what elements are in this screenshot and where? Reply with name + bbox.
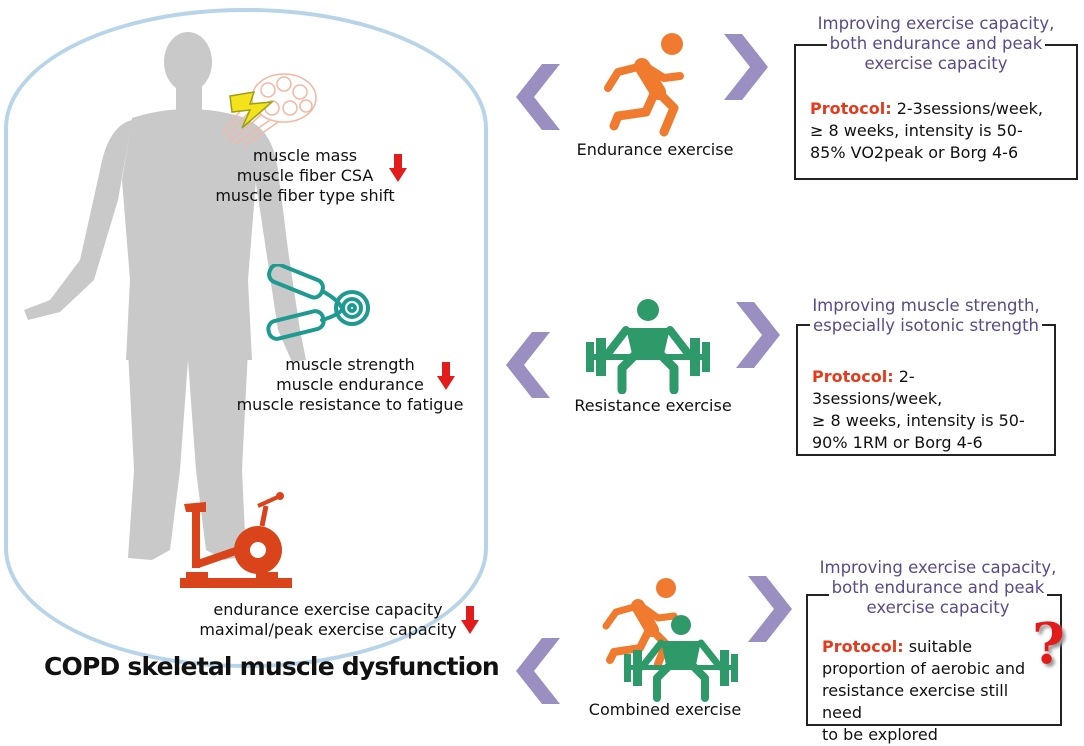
heading-line: Improving exercise capacity, — [816, 558, 1060, 577]
muscle-text-group-3: endurance exercise capacity maximal/peak… — [196, 600, 460, 640]
protocol-box-endurance: Protocol: 2-3sessions/week, ≥ 8 weeks, i… — [794, 44, 1078, 180]
protocol-line: suitable — [908, 637, 973, 656]
weightlifter-icon — [586, 299, 710, 394]
protocol-line: 2-3sessions/week, — [812, 367, 943, 408]
protocol-line: 2-3sessions/week, — [896, 99, 1043, 118]
heading-line: especially isotonic strength — [809, 316, 1042, 335]
muscle-text-line: muscle mass — [252, 146, 358, 165]
body-capsule — [4, 8, 488, 668]
exercise-label-combined: Combined exercise — [588, 700, 742, 719]
down-arrow-icon — [437, 362, 455, 390]
protocol-label: Protocol: — [812, 367, 894, 386]
protocol-line: to be explored — [822, 725, 938, 744]
protocol-line: 90% 1RM or Borg 4-6 — [812, 433, 983, 452]
heading-line: Improving exercise capacity, — [814, 14, 1058, 33]
protocol-line: resistance exercise still need — [822, 681, 1009, 722]
chevron-right-icon — [736, 302, 780, 368]
weightlifter-icon — [624, 615, 738, 702]
chevron-right-icon — [748, 576, 792, 642]
runner-icon — [604, 33, 684, 137]
muscle-text-line: maximal/peak exercise capacity — [199, 620, 457, 639]
muscle-text-line: endurance exercise capacity — [213, 600, 443, 619]
protocol-text: Protocol: 2-3sessions/week, ≥ 8 weeks, i… — [810, 98, 1066, 164]
question-mark-icon: ? — [1032, 611, 1065, 677]
lightning-icon — [229, 91, 274, 129]
exercise-label-endurance: Endurance exercise — [576, 140, 734, 159]
protocol-line: proportion of aerobic and — [822, 659, 1026, 678]
protocol-label: Protocol: — [822, 637, 904, 656]
down-arrow-icon — [461, 606, 479, 634]
muscle-text-group-1: muscle mass muscle fiber CSA muscle fibe… — [190, 146, 420, 206]
protocol-line: 85% VO2peak or Borg 4-6 — [810, 143, 1019, 162]
protocol-box-resistance: Protocol: 2-3sessions/week, ≥ 8 weeks, i… — [796, 324, 1056, 456]
heading-resistance: Improving muscle strength, especially is… — [790, 296, 1062, 336]
heading-line: exercise capacity — [861, 54, 1011, 73]
muscle-text-line: muscle fiber type shift — [215, 186, 395, 205]
muscle-text-line: muscle endurance — [276, 375, 424, 394]
down-arrow-icon — [389, 154, 407, 182]
muscle-text-line: muscle resistance to fatigue — [236, 395, 464, 414]
muscle-text-line: muscle strength — [285, 355, 415, 374]
heading-combined: Improving exercise capacity, both endura… — [800, 558, 1076, 618]
protocol-box-combined: Protocol: suitable proportion of aerobic… — [806, 594, 1062, 744]
chevron-left-icon — [516, 638, 560, 704]
protocol-line: ≥ 8 weeks, intensity is 50- — [810, 121, 1023, 140]
heading-endurance: Improving exercise capacity, both endura… — [790, 14, 1082, 74]
protocol-text: Protocol: 2-3sessions/week, ≥ 8 weeks, i… — [812, 366, 1044, 454]
heading-line: exercise capacity — [863, 598, 1013, 617]
muscle-text-group-2: muscle strength muscle endurance muscle … — [230, 355, 470, 415]
runner-icon — [602, 578, 678, 668]
hand-gripper-icon — [266, 264, 370, 341]
heading-line: Improving muscle strength, — [809, 296, 1043, 315]
exercise-label-resistance: Resistance exercise — [574, 396, 732, 415]
protocol-label: Protocol: — [810, 99, 892, 118]
heading-line: both endurance and peak — [828, 578, 1048, 597]
chevron-right-icon — [724, 34, 768, 100]
diagram-title: COPD skeletal muscle dysfunction — [44, 652, 500, 681]
protocol-line: ≥ 8 weeks, intensity is 50- — [812, 411, 1025, 430]
chevron-left-icon — [506, 332, 550, 398]
exercise-bike-icon — [180, 492, 292, 588]
heading-line: both endurance and peak — [826, 34, 1046, 53]
chevron-left-icon — [516, 64, 560, 130]
muscle-text-line: muscle fiber CSA — [236, 166, 374, 185]
